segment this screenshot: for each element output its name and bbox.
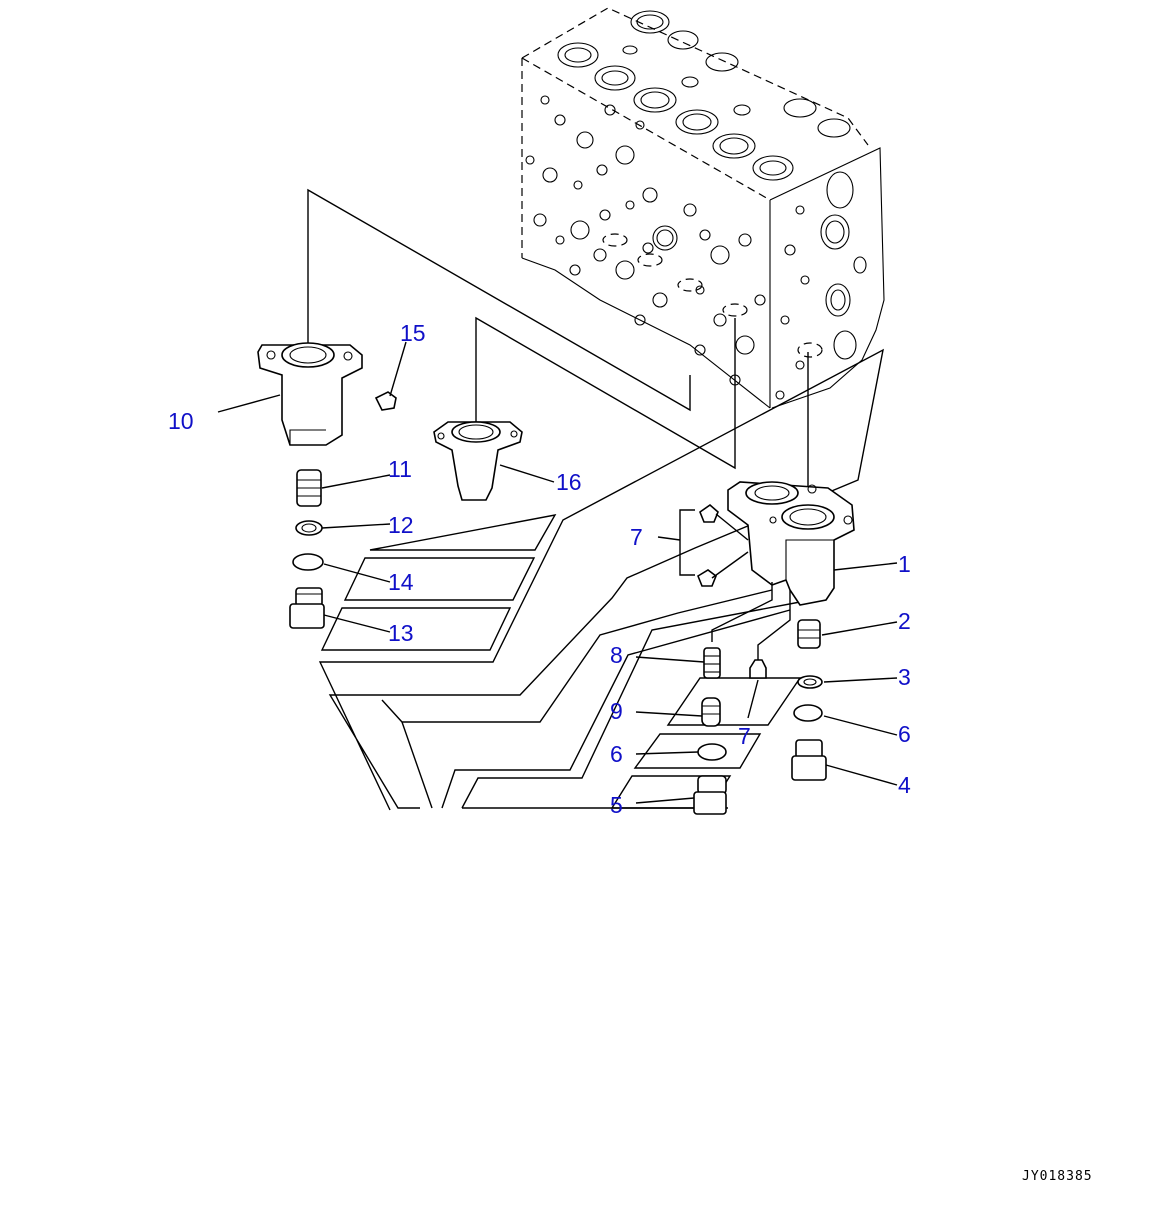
callout-6-lower: 6	[610, 741, 623, 767]
part-3-seal-ring	[797, 675, 823, 689]
part-6-o-ring-lower	[697, 743, 727, 761]
valve-side-face-holes	[775, 171, 867, 400]
part-15-plug	[374, 391, 397, 411]
part-1-valve-housing	[727, 481, 855, 606]
callout-8: 8	[610, 642, 623, 668]
part-14-o-ring	[292, 553, 324, 571]
callout-16: 16	[556, 469, 582, 495]
callout-1: 1	[898, 551, 911, 577]
drawing-reference-code: JY018385	[1022, 1169, 1093, 1184]
callout-7-lower: 7	[738, 723, 751, 749]
callout-6-right: 6	[898, 721, 911, 747]
callout-3: 3	[898, 664, 911, 690]
callout-10: 10	[168, 408, 194, 434]
valve-front-face-holes	[525, 95, 766, 386]
callout-7-upper: 7	[630, 524, 643, 550]
part-4-plug	[791, 739, 827, 781]
part-7-plug-lower	[749, 659, 767, 679]
callout-14: 14	[388, 569, 414, 595]
part-12-seal-ring	[295, 520, 323, 536]
part-8-spring-valve	[703, 647, 721, 679]
part-5-plug	[693, 775, 727, 815]
callout-15: 15	[400, 320, 426, 346]
callout-5: 5	[610, 792, 623, 818]
part-9-spring	[701, 697, 721, 727]
callout-2: 2	[898, 608, 911, 634]
part-7-plugs-upper	[679, 503, 749, 587]
control-valve-block	[521, 7, 885, 409]
callout-labels: 1 2 3 4 5 6 6 7 7 8 9 10 11 12 13 14 15 …	[168, 320, 911, 818]
part-10-housing	[257, 342, 363, 446]
callout-9: 9	[610, 698, 623, 724]
callout-4: 4	[898, 772, 911, 798]
part-2-valve	[797, 619, 821, 649]
assembly-guide-lines	[307, 188, 884, 811]
callout-leaders	[217, 341, 898, 804]
part-16-cover	[433, 421, 523, 501]
part-6-o-ring-right	[793, 704, 823, 722]
callout-11: 11	[388, 456, 412, 482]
callout-13: 13	[388, 620, 414, 646]
part-13-plug	[289, 587, 325, 629]
callout-12: 12	[388, 512, 414, 538]
part-11-valve-cartridge	[296, 469, 322, 507]
